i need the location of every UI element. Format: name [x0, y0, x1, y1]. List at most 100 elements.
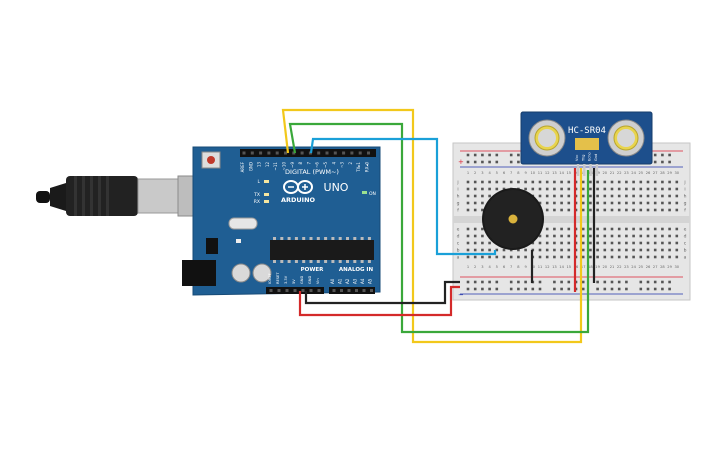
rail-hole: [538, 287, 542, 291]
digital-pin: [259, 151, 263, 155]
breadboard-hole: [661, 208, 664, 212]
column-number: 20: [603, 265, 608, 269]
sensor-pin-label: Trig: [581, 155, 585, 162]
breadboard-hole: [639, 180, 643, 184]
breadboard-hole: [668, 255, 671, 259]
breadboard-hole: [560, 180, 563, 184]
breadboard-hole: [495, 248, 499, 252]
atmega-chip: [270, 240, 374, 260]
rail-hole: [560, 287, 563, 291]
column-number: 13: [552, 265, 557, 269]
breadboard-hole: [617, 255, 621, 259]
breadboard-hole: [553, 187, 556, 191]
breadboard-hole: [675, 194, 679, 198]
breadboard-hole: [538, 187, 542, 191]
arduino-model: UNO: [324, 181, 349, 194]
breadboard-hole: [668, 180, 671, 184]
voltage-regulator: [206, 238, 218, 254]
breadboard-hole: [560, 187, 563, 191]
chip-pin: [294, 237, 298, 240]
breadboard-hole: [668, 201, 671, 205]
breadboard-hole: [646, 248, 650, 252]
rail-hole: [538, 280, 542, 284]
power-pin-label: Vin: [316, 278, 320, 284]
chip-pin: [302, 237, 306, 240]
chip-pin: [273, 237, 276, 240]
breadboard-hole: [668, 241, 671, 245]
chip-pin: [294, 260, 298, 263]
breadboard-hole: [553, 255, 556, 259]
breadboard-hole: [553, 241, 556, 245]
breadboard-hole: [567, 180, 571, 184]
power-label: POWER: [301, 267, 325, 273]
breadboard-hole: [617, 234, 621, 238]
column-number: 12: [545, 171, 550, 175]
breadboard-hole: [625, 194, 628, 198]
breadboard-hole: [675, 234, 679, 238]
breadboard-hole: [646, 234, 650, 238]
power-pin-label: RESET: [276, 272, 280, 284]
rail-hole: [524, 280, 527, 284]
column-number: 27: [653, 265, 658, 269]
breadboard-hole: [617, 201, 621, 205]
breadboard-hole: [589, 241, 592, 245]
breadboard-hole: [567, 208, 571, 212]
column-number: 28: [660, 265, 665, 269]
breadboard-hole: [632, 241, 635, 245]
sensor-crystal: [575, 138, 599, 150]
breadboard-hole: [545, 194, 549, 198]
rail-hole: [596, 287, 599, 291]
breadboard-hole: [553, 248, 556, 252]
breadboard-hole: [661, 241, 664, 245]
breadboard-hole: [466, 208, 470, 212]
breadboard-hole: [653, 180, 657, 184]
breadboard-hole: [567, 248, 571, 252]
breadboard-hole: [560, 241, 563, 245]
chip-pin: [331, 260, 335, 263]
rail-hole: [466, 153, 470, 157]
chip-pin: [360, 237, 364, 240]
breadboard-hole: [596, 180, 599, 184]
breadboard-hole: [675, 255, 679, 259]
analog-pin-label: A5: [368, 278, 373, 284]
breadboard-hole: [596, 187, 599, 191]
column-number: 21: [610, 171, 615, 175]
column-number: 12: [545, 265, 550, 269]
digital-header-label: DIGITAL (PWM~): [285, 168, 339, 176]
breadboard-hole: [545, 180, 549, 184]
breadboard: + − 112233445566778899101011111212131314…: [452, 142, 691, 301]
breadboard-hole: [567, 234, 571, 238]
digital-pin-label: RX◂0: [365, 162, 370, 173]
rail-hole: [481, 287, 484, 291]
digital-pin-label: ~6: [315, 162, 320, 168]
column-number: 29: [667, 171, 672, 175]
breadboard-hole: [603, 187, 607, 191]
breadboard-hole: [646, 194, 650, 198]
rail-hole: [488, 287, 491, 291]
wires: [281, 108, 596, 344]
breadboard-hole: [617, 241, 621, 245]
rail-hole: [603, 280, 607, 284]
rail-hole: [581, 280, 585, 284]
breadboard-hole: [560, 234, 563, 238]
rail-hole: [517, 160, 520, 164]
column-number: 3: [481, 265, 483, 269]
breadboard-hole: [589, 248, 592, 252]
digital-pin-label: ~11: [273, 162, 278, 171]
digital-pin: [292, 151, 296, 155]
breadboard-hole: [639, 194, 643, 198]
rail-hole: [473, 160, 477, 164]
breadboard-hole: [567, 255, 571, 259]
breadboard-hole: [632, 201, 635, 205]
breadboard-hole: [538, 255, 542, 259]
digital-pin-label: ~5: [323, 162, 328, 168]
chip-pin: [316, 260, 320, 263]
breadboard-hole: [653, 201, 657, 205]
breadboard-hole: [473, 180, 477, 184]
breadboard-hole: [603, 208, 607, 212]
rail-hole: [661, 280, 664, 284]
digital-pin-label: 12: [265, 162, 270, 168]
rail-hole: [617, 287, 621, 291]
breadboard-hole: [509, 248, 513, 252]
column-number: 13: [552, 171, 557, 175]
